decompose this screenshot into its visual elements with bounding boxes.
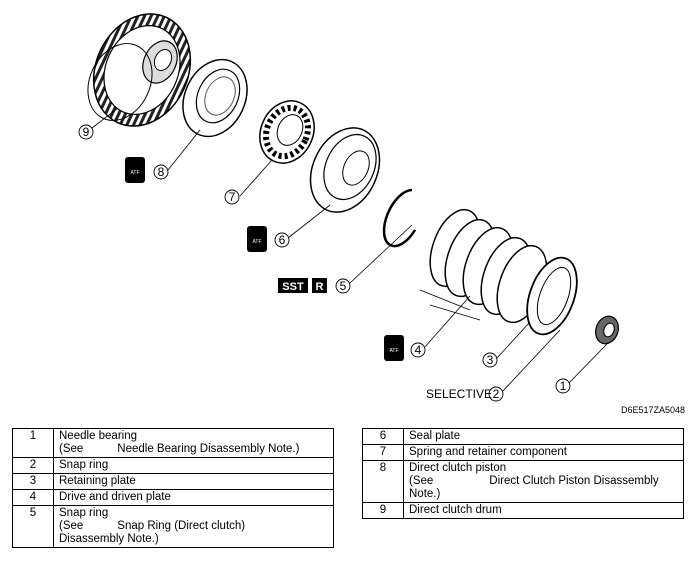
- part-name: Retaining plate: [53, 473, 334, 490]
- table-row: 6 Seal plate: [362, 428, 684, 445]
- svg-text:1: 1: [560, 379, 567, 393]
- part-name: Spring and retainer component: [403, 444, 684, 461]
- svg-text:ATF: ATF: [130, 170, 139, 176]
- part-name: Snap ring: [53, 457, 334, 474]
- atf-can-icon: ATF: [247, 226, 267, 252]
- svg-text:2: 2: [493, 387, 500, 401]
- disassembly-note-link[interactable]: Needle Bearing Disassembly Note.): [117, 443, 300, 455]
- disassembly-note-link[interactable]: Snap Ring (Direct clutch): [117, 520, 246, 532]
- table-row: 4 Drive and driven plate: [12, 489, 334, 506]
- callout-4: 4: [410, 342, 426, 358]
- table-row: 3 Retaining plate: [12, 473, 334, 490]
- svg-text:R: R: [316, 281, 324, 293]
- seal-plate-illustration: [309, 127, 381, 213]
- part-name: Snap ring: [59, 507, 109, 519]
- svg-text:6: 6: [279, 233, 286, 247]
- atf-can-icon: ATF: [125, 157, 145, 183]
- r-badge: R: [312, 278, 327, 293]
- svg-text:5: 5: [340, 279, 347, 293]
- part-name: Direct clutch piston: [409, 462, 507, 474]
- retaining-plate-illustration: [526, 256, 578, 336]
- part-name: Direct clutch drum: [403, 502, 684, 519]
- drive-driven-plates-illustration: [429, 208, 548, 324]
- disassembly-note-link[interactable]: Note.): [409, 488, 441, 500]
- callout-9: 9: [78, 124, 94, 140]
- callout-6: 6: [274, 232, 290, 248]
- parts-table-right: 6 Seal plate 7 Spring and retainer compo…: [362, 428, 684, 519]
- snap-ring-direct-clutch-illustration: [382, 188, 417, 248]
- svg-text:ATF: ATF: [389, 348, 398, 354]
- sst-badge: SST: [278, 278, 308, 293]
- svg-text:7: 7: [229, 190, 236, 204]
- svg-text:ATF: ATF: [252, 239, 261, 245]
- svg-text:4: 4: [415, 343, 422, 357]
- svg-text:8: 8: [158, 165, 165, 179]
- svg-text:3: 3: [487, 353, 494, 367]
- callout-5: 5: [335, 278, 351, 294]
- part-name: Needle bearing: [59, 430, 138, 442]
- callout-1: 1: [555, 378, 571, 394]
- spring-retainer-illustration: [259, 100, 315, 164]
- table-row: 9 Direct clutch drum: [362, 502, 684, 519]
- selective-label: SELECTIVE: [426, 387, 492, 401]
- callout-3: 3: [482, 352, 498, 368]
- direct-clutch-drum-illustration: [87, 13, 192, 127]
- table-row: 2 Snap ring: [12, 457, 334, 474]
- needle-bearing-illustration: [595, 315, 619, 345]
- callout-2: 2: [488, 386, 504, 402]
- callout-8: 8: [153, 164, 169, 180]
- table-row: 7 Spring and retainer component: [362, 444, 684, 461]
- leader-lines: [91, 107, 608, 393]
- atf-can-icon: ATF: [384, 335, 404, 361]
- exploded-view-diagram: 9 8 7 6 5 4 3 2: [78, 13, 619, 402]
- svg-text:9: 9: [83, 125, 90, 139]
- part-name: Seal plate: [403, 428, 684, 445]
- svg-text:SST: SST: [282, 281, 304, 293]
- callouts: 9 8 7 6 5 4 3 2: [78, 124, 571, 402]
- part-name: Drive and driven plate: [53, 489, 334, 506]
- callout-7: 7: [224, 189, 240, 205]
- disassembly-note-link[interactable]: Disassembly Note.): [59, 533, 159, 545]
- disassembly-note-link[interactable]: Direct Clutch Piston Disassembly: [489, 475, 659, 487]
- direct-clutch-piston-illustration: [182, 58, 248, 138]
- figure-code: D6E517ZA5048: [620, 405, 685, 415]
